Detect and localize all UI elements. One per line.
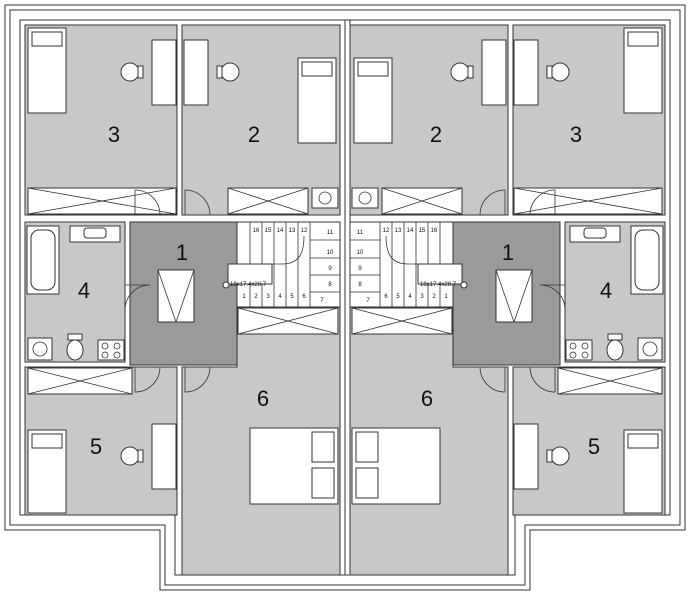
step-number: 10 (357, 250, 364, 256)
room-number: 5 (90, 434, 102, 459)
stove-icon (97, 339, 125, 361)
wardrobe-icon (27, 367, 133, 395)
desk-icon (183, 39, 209, 106)
door-swing (134, 189, 161, 216)
step-number: 8 (358, 282, 362, 288)
wardrobe-icon (157, 269, 195, 323)
wardrobe-icon (381, 187, 463, 215)
step-number: 15 (419, 228, 426, 234)
stove-icon (565, 339, 593, 361)
office-chair-icon (120, 62, 144, 82)
step-number: 9 (328, 266, 332, 272)
step-number: 11 (357, 230, 364, 236)
step-number: 13 (289, 228, 296, 234)
step-number: 6 (302, 294, 306, 300)
office-chair-icon (546, 62, 570, 82)
step-number: 13 (395, 228, 402, 234)
room-number: 2 (248, 122, 260, 147)
bed-icon (353, 57, 393, 144)
bathtub-icon (630, 225, 664, 295)
bed-icon (623, 27, 663, 114)
wardrobe-icon (351, 307, 453, 335)
door-swing (124, 284, 151, 311)
wardrobe-icon (27, 187, 177, 215)
right-unit (349, 24, 666, 576)
sink-icon (569, 225, 621, 243)
door-swing (134, 366, 161, 393)
toilet-icon (66, 333, 84, 361)
office-chair-icon (546, 446, 570, 466)
step-number: 2 (432, 294, 436, 300)
bed-icon (249, 427, 339, 505)
office-chair-icon (120, 446, 144, 466)
step-number: 5 (396, 294, 400, 300)
room-number: 3 (570, 122, 582, 147)
room-number: 5 (588, 434, 600, 459)
wardrobe-icon (237, 307, 339, 335)
sink-icon (69, 225, 121, 243)
step-number: 12 (301, 228, 308, 234)
step-number: 16 (253, 228, 260, 234)
bathtub-icon (26, 225, 60, 295)
bed-icon (27, 27, 67, 114)
office-chair-icon (450, 62, 474, 82)
step-number: 14 (407, 228, 414, 234)
step-number: 7 (366, 298, 370, 304)
step-number: 11 (327, 230, 334, 236)
stair-dimension: 18x17.4x28.7 (230, 282, 267, 288)
step-number: 2 (254, 294, 258, 300)
wardrobe-icon (557, 367, 663, 395)
desk-icon (151, 423, 177, 490)
stair-start-marker (222, 281, 230, 289)
door-swing (184, 189, 211, 216)
step-number: 1 (242, 294, 246, 300)
desk-icon (513, 39, 539, 106)
stair-dimension: 18x17.4x28.7 (420, 282, 457, 288)
left-unit: 1 2 3 4 5 6 7 8 9 10 11 12 13 14 15 16 1… (24, 24, 341, 576)
step-number: 7 (320, 298, 324, 304)
room-number: 6 (257, 386, 269, 411)
bed-icon (297, 57, 337, 144)
room-number: 4 (78, 278, 90, 303)
room-number: 1 (176, 240, 188, 265)
desk-icon (513, 423, 539, 490)
office-chair-icon (216, 62, 240, 82)
step-number: 14 (277, 228, 284, 234)
room-number: 6 (421, 386, 433, 411)
step-number: 1 (444, 294, 448, 300)
wardrobe-icon (227, 187, 309, 215)
room-number: 2 (430, 122, 442, 147)
room-number: 1 (502, 240, 514, 265)
step-number: 8 (328, 282, 332, 288)
step-number: 3 (420, 294, 424, 300)
stove-icon (351, 187, 379, 209)
stair-landing (227, 263, 273, 285)
step-number: 15 (265, 228, 272, 234)
step-number: 3 (266, 294, 270, 300)
bed-icon (623, 429, 663, 514)
desk-icon (151, 39, 177, 106)
chimney-icon (27, 337, 53, 361)
step-number: 12 (383, 228, 390, 234)
bed-icon (351, 427, 441, 505)
step-number: 6 (384, 294, 388, 300)
chimney-icon (637, 337, 663, 361)
wardrobe-icon (495, 269, 533, 323)
right-unit-labels: 1 2 3 4 5 6 7 8 9 10 11 12 13 14 15 16 1… (357, 122, 612, 459)
stove-icon (311, 187, 339, 209)
wardrobe-icon (513, 187, 663, 215)
step-number: 16 (431, 228, 438, 234)
room-number: 3 (108, 122, 120, 147)
step-number: 9 (358, 266, 362, 272)
toilet-icon (606, 333, 624, 361)
door-swing (184, 366, 211, 393)
step-number: 4 (278, 294, 282, 300)
room-number: 4 (600, 278, 612, 303)
bed-icon (27, 429, 67, 514)
step-number: 10 (327, 250, 334, 256)
step-number: 5 (290, 294, 294, 300)
step-number: 4 (408, 294, 412, 300)
desk-icon (481, 39, 507, 106)
